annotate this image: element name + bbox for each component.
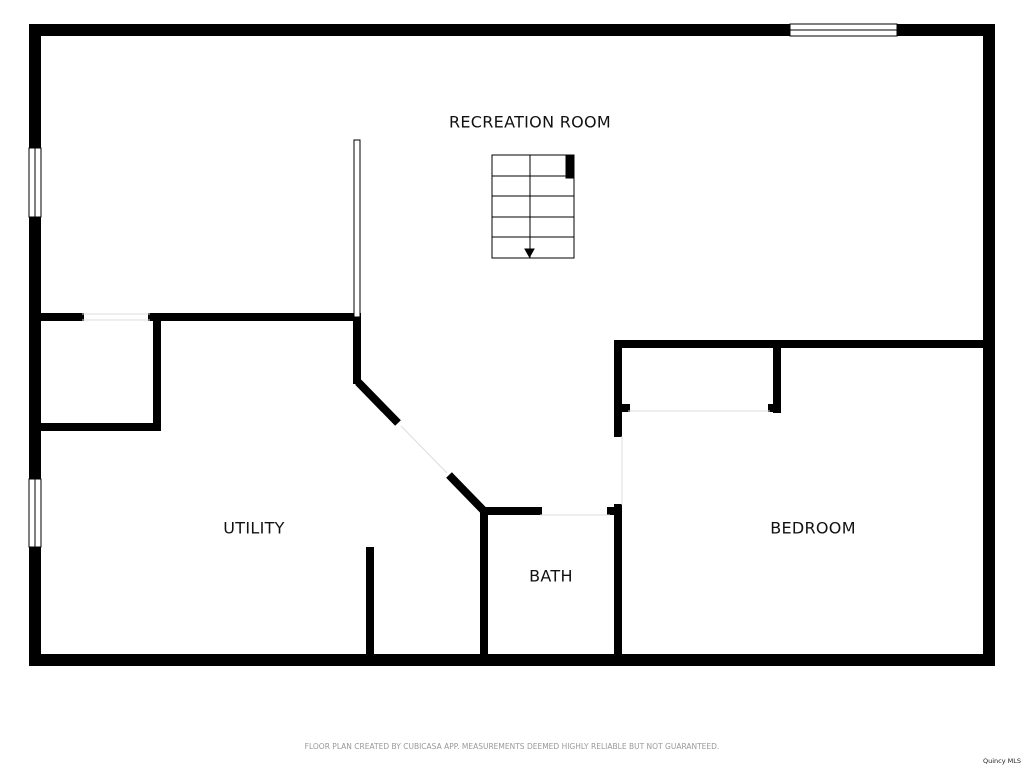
interior-walls [37,313,989,660]
window-left-upper [28,147,42,218]
room-label-bath: BATH [529,566,573,586]
room-label-utility: UTILITY [223,518,285,538]
window-top [789,23,898,37]
door-openings [82,313,770,516]
watermark: Quincy MLS [982,757,1021,765]
disclaimer: FLOOR PLAN CREATED BY CUBICASA APP. MEAS… [304,742,720,751]
window-left-lower [28,478,42,548]
room-label-bedroom: BEDROOM [770,518,856,538]
room-label-recreation-room: RECREATION ROOM [448,112,612,132]
half-wall [353,139,361,318]
stairs [491,154,575,259]
stairs-down-arrow-icon [524,248,535,259]
